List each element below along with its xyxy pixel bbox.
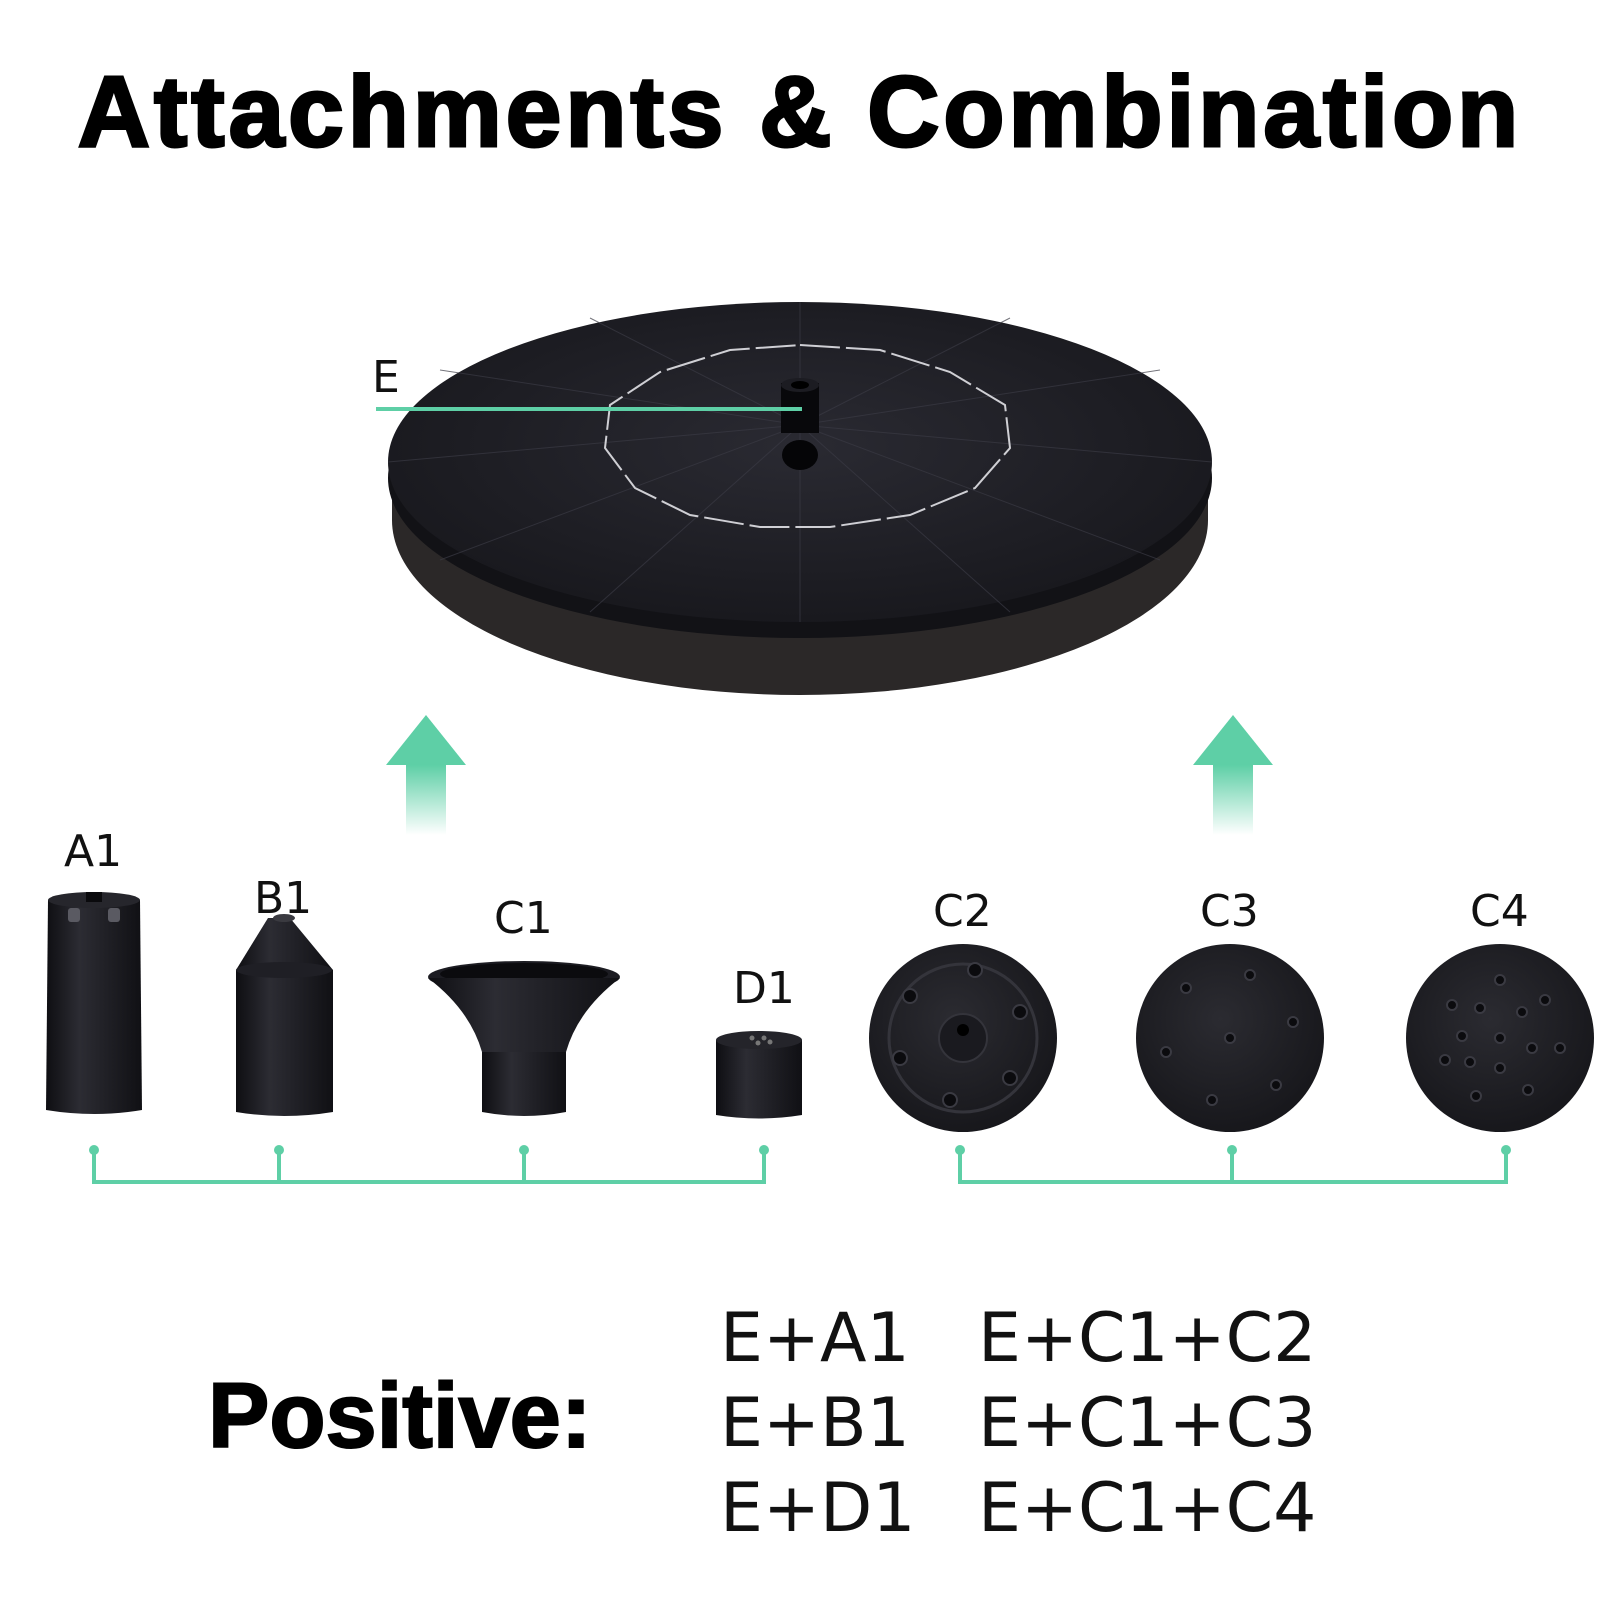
combo-left-2: E+B1 — [720, 1384, 910, 1463]
positive-label: Positive: — [207, 1365, 592, 1467]
nozzle-c1 — [428, 961, 620, 1116]
bracket-left — [92, 1150, 766, 1184]
panel-cell-outline — [603, 343, 1012, 528]
nozzle-c2 — [869, 944, 1057, 1132]
label-d1: D1 — [733, 963, 795, 1014]
combo-right-2: E+C1+C3 — [978, 1384, 1317, 1463]
arrow-left — [386, 715, 466, 835]
label-c2: C2 — [933, 886, 992, 937]
nozzle-d1 — [716, 1031, 802, 1119]
label-c4: C4 — [1470, 886, 1529, 937]
nozzle-a1 — [46, 892, 142, 1114]
arrow-right — [1193, 715, 1273, 835]
label-c3: C3 — [1200, 886, 1259, 937]
page-title: Attachments & Combination — [76, 56, 1523, 168]
label-b1: B1 — [254, 873, 313, 924]
label-a1: A1 — [64, 826, 123, 877]
combo-right-1: E+C1+C2 — [978, 1299, 1317, 1378]
solar-fountain-base — [376, 302, 1213, 695]
label-e: E — [372, 352, 400, 403]
nozzle-c3 — [1136, 944, 1324, 1132]
pump-outlet — [782, 440, 818, 470]
bracket-right — [958, 1150, 1508, 1184]
nozzle-b1 — [236, 914, 333, 1116]
combo-left-3: E+D1 — [720, 1469, 916, 1548]
label-c1: C1 — [494, 893, 553, 944]
nozzle-c4 — [1406, 944, 1594, 1132]
combo-left-1: E+A1 — [720, 1299, 910, 1378]
combo-right-3: E+C1+C4 — [978, 1469, 1317, 1548]
